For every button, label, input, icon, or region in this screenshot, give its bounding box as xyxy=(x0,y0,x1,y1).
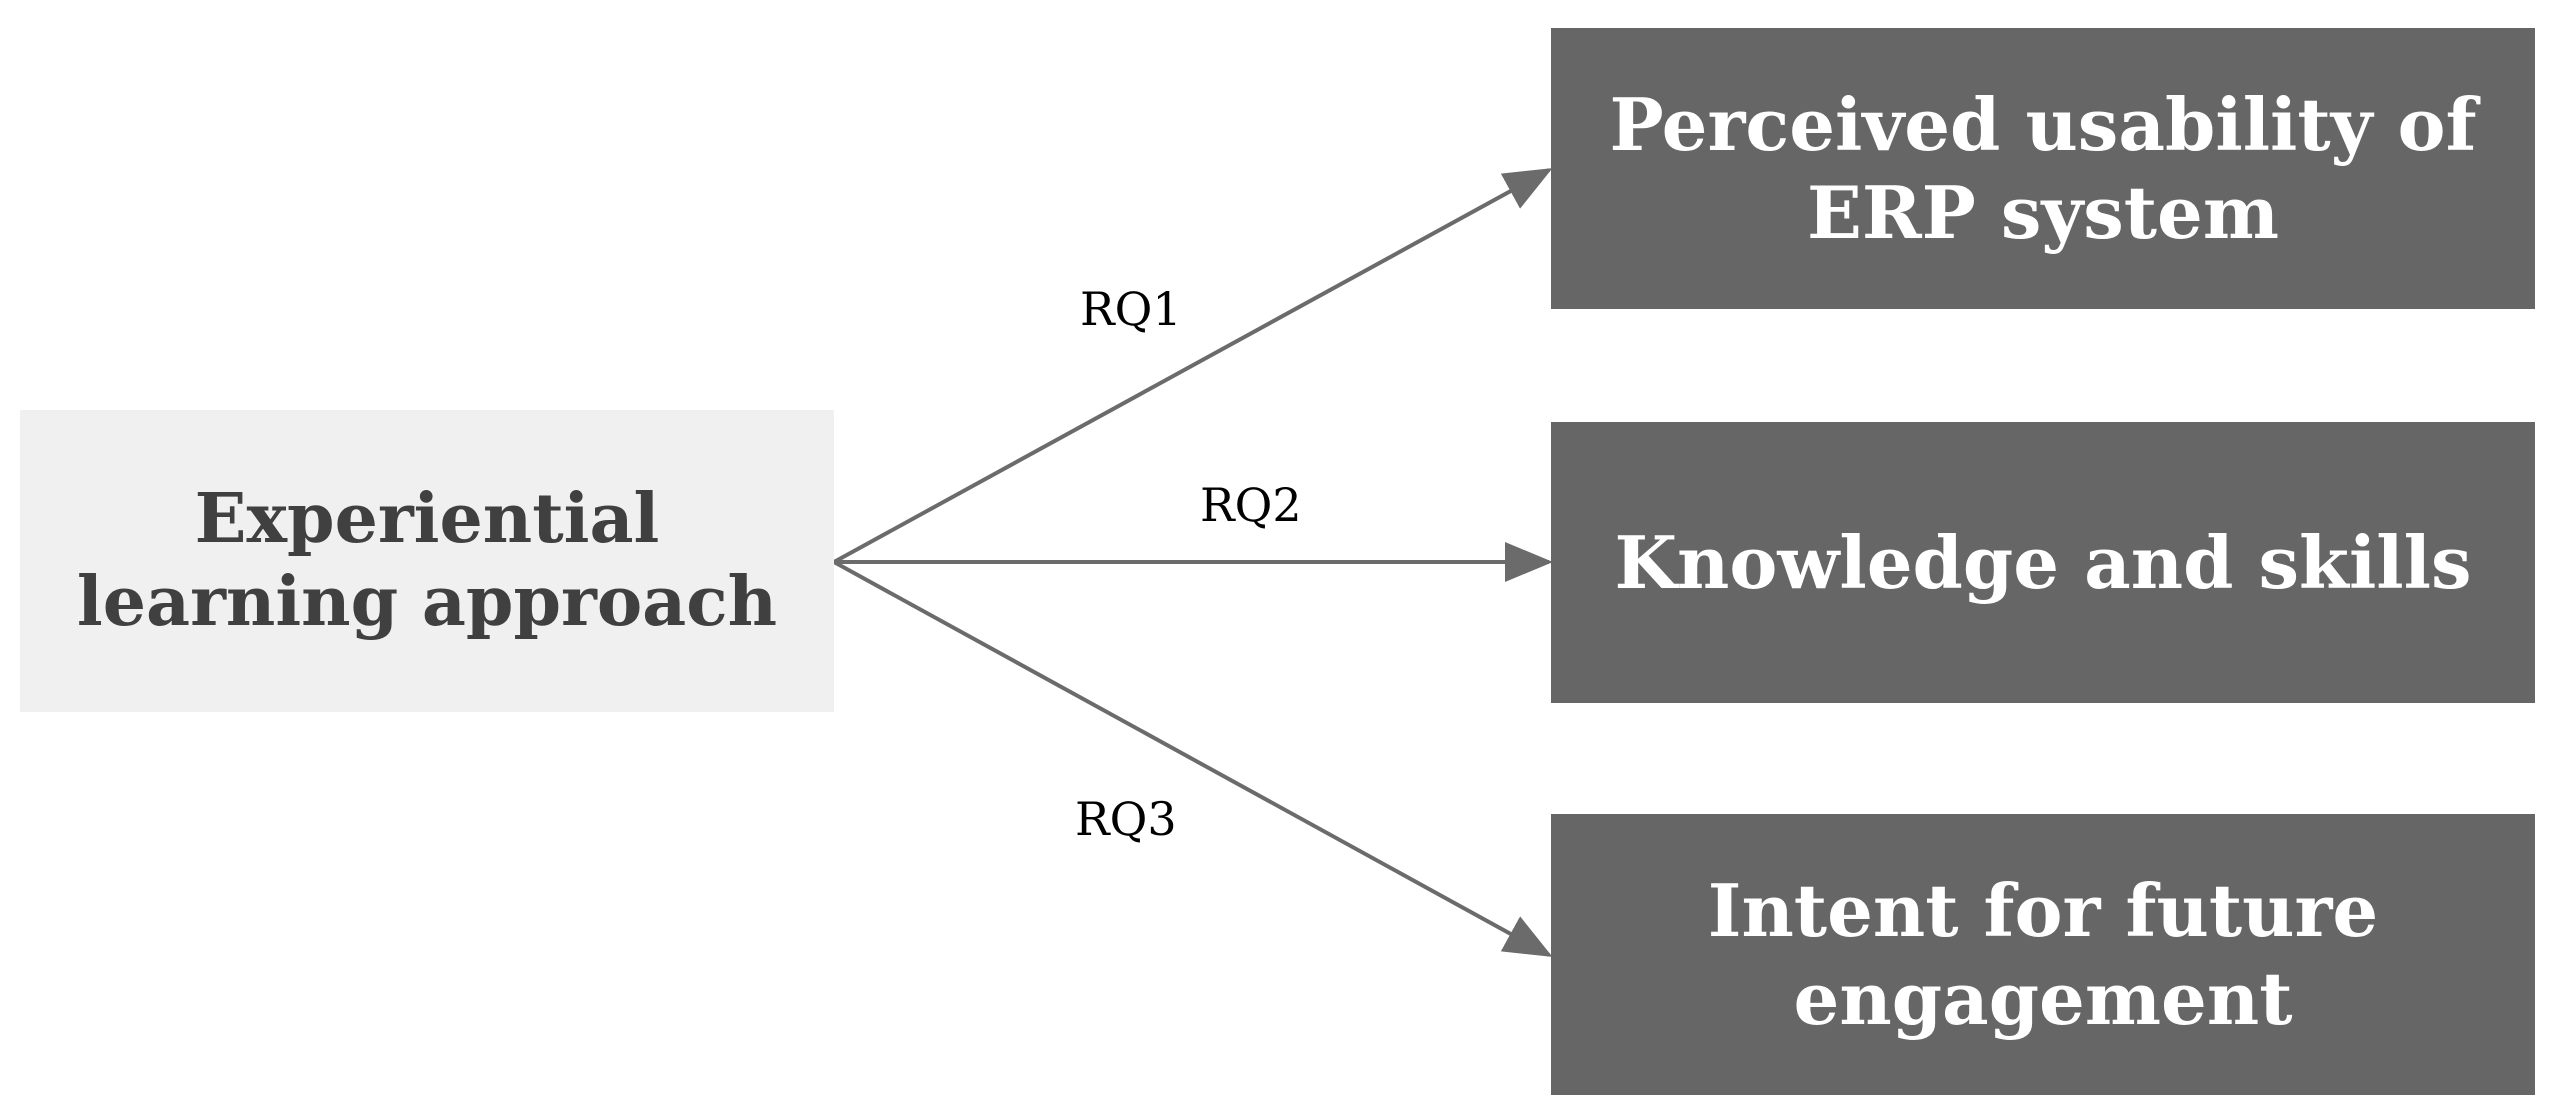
arrow-rq3 xyxy=(833,560,1553,957)
arrow-rq1 xyxy=(833,168,1553,564)
target-node-knowledge-skills: Knowledge and skills xyxy=(1551,422,2535,703)
source-node-line-1: Experiential xyxy=(194,479,660,560)
target-node-text: Knowledge and skills xyxy=(1614,519,2471,607)
target-node-line-1: Knowledge and skills xyxy=(1614,519,2472,605)
target-node-text: Intent for future engagement xyxy=(1708,867,2378,1043)
source-node-experiential-learning: Experiential learning approach xyxy=(20,410,834,712)
target-node-intent-future-engagement: Intent for future engagement xyxy=(1551,814,2535,1095)
target-node-perceived-usability: Perceived usability of ERP system xyxy=(1551,28,2535,309)
edge-label-rq1: RQ1 xyxy=(1080,282,1182,336)
target-node-line-1: Intent for future xyxy=(1707,867,2379,953)
edge-label-rq3: RQ3 xyxy=(1075,792,1177,846)
source-node-text: Experiential learning approach xyxy=(77,478,777,644)
target-node-line-2: engagement xyxy=(1793,955,2293,1041)
edge-label-rq2: RQ2 xyxy=(1200,478,1302,532)
target-node-text: Perceived usability of ERP system xyxy=(1609,81,2476,257)
source-node-line-2: learning approach xyxy=(76,562,778,642)
target-node-line-1: Perceived usability of xyxy=(1609,81,2477,167)
target-node-line-2: ERP system xyxy=(1806,169,2280,255)
